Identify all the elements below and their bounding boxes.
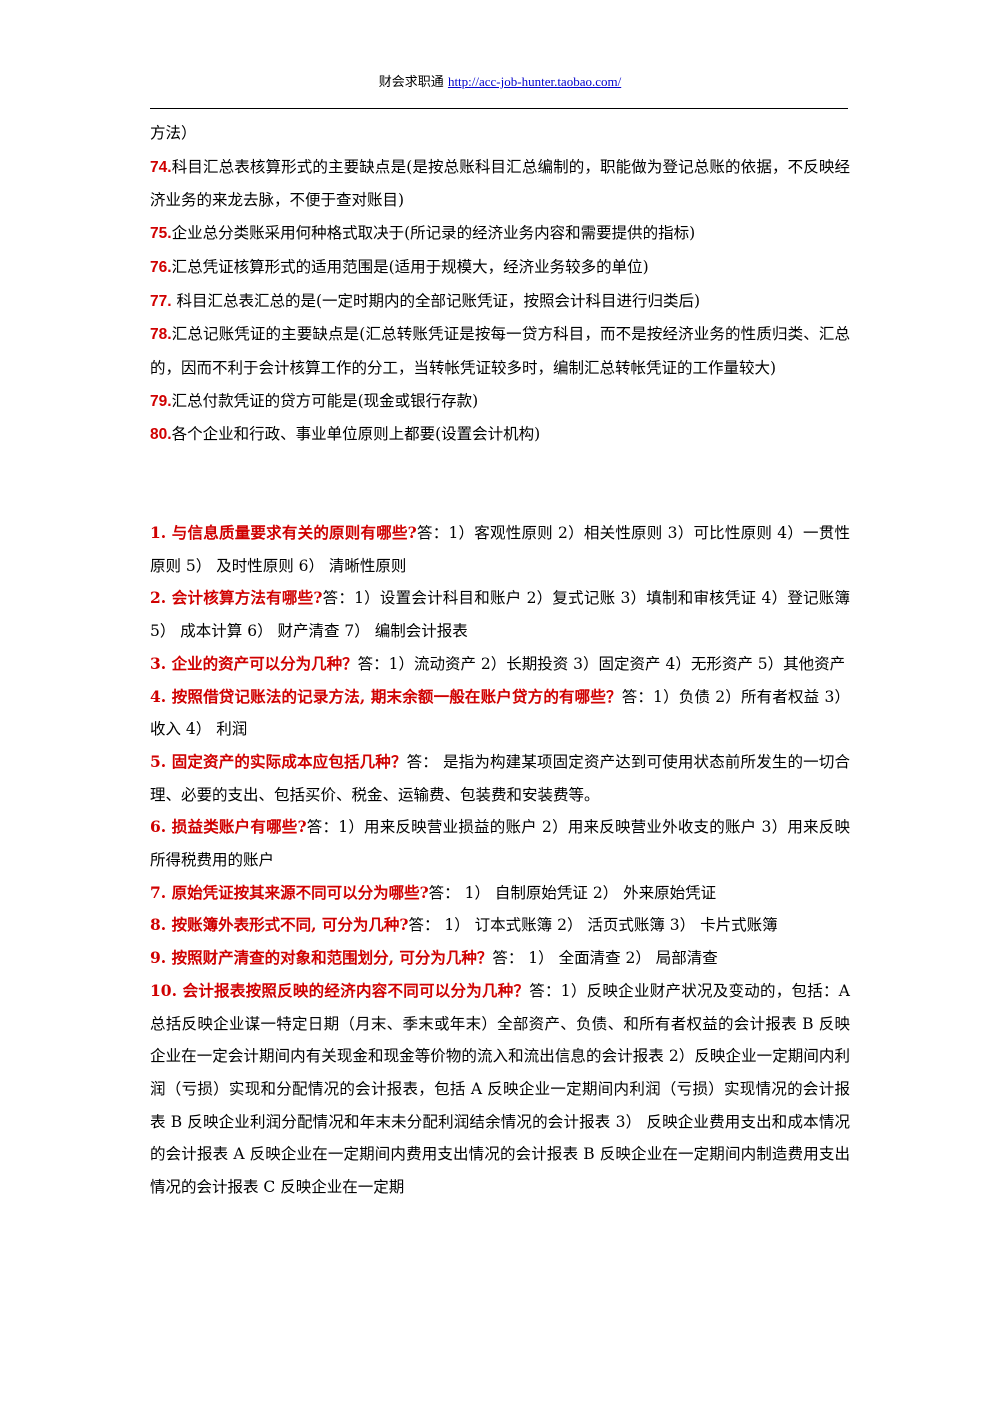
list-item: 方法） xyxy=(150,124,197,142)
qa-item: 4. 按照借贷记账法的记录方法, 期末余额一般在账户贷方的有哪些？答：1）负债 … xyxy=(150,681,850,746)
answer: 答：1）反映企业财产状况及变动的，包括：A 总括反映企业谋一特定日期（月末、季末… xyxy=(150,981,850,1197)
answer: 答： 是指为构建某项固定资产达到可使用状态前所发生的一切合理、必要的支出、包括买… xyxy=(150,752,850,804)
list-item: 76.汇总凭证核算形式的适用范围是(适用于规模大，经济业务较多的单位) xyxy=(150,257,649,276)
answer: 答： 1） 全面清查 2） 局部清查 xyxy=(492,949,718,968)
answer: 答：1）设置会计科目和账户 2）复式记账 3）填制和审核凭证 4）登记账簿 5）… xyxy=(150,589,850,641)
site-link[interactable]: http://acc-job-hunter.taobao.com/ xyxy=(447,74,622,89)
question: 1. 与信息质量要求有关的原则有哪些? xyxy=(150,523,417,543)
header-divider xyxy=(150,108,848,109)
list-item: 75.企业总分类账采用何种格式取决于(所记录的经济业务内容和需要提供的指标) xyxy=(150,224,696,243)
list-item: 79.汇总付款凭证的贷方可能是(现金或银行存款) xyxy=(150,391,479,410)
question: 7. 原始凭证按其来源不同可以分为哪些? xyxy=(150,882,429,902)
question: 6. 损益类账户有哪些? xyxy=(150,817,307,837)
site-name: 财会求职通 xyxy=(378,75,444,90)
list-item: 78.汇总记账凭证的主要缺点是(汇总转账凭证是按每一贷方科目，而不是按经济业务的… xyxy=(150,325,850,377)
answer: 答： 1） 订本式账簿 2） 活页式账簿 3） 卡片式账簿 xyxy=(408,916,778,935)
list-item: 80.各个企业和行政、事业单位原则上都要(设置会计机构) xyxy=(150,425,541,444)
question: 2. 会计核算方法有哪些? xyxy=(150,588,323,608)
qa-item: 10. 会计报表按照反映的经济内容不同可以分为几种？答：1）反映企业财产状况及变… xyxy=(150,975,850,1204)
question: 9. 按照财产清查的对象和范围划分, 可分为几种？ xyxy=(150,948,493,968)
question: 8. 按账簿外表形式不同, 可分为几种? xyxy=(150,915,409,935)
question: 3. 企业的资产可以分为几种？ xyxy=(150,653,358,673)
question: 5. 固定资产的实际成本应包括几种？ xyxy=(150,751,407,771)
qa-item: 3. 企业的资产可以分为几种？答：1）流动资产 2）长期投资 3）固定资产 4）… xyxy=(150,648,850,681)
answer: 答：1）客观性原则 2）相关性原则 3）可比性原则 4）一贯性原则 5） 及时性… xyxy=(150,524,850,575)
section-gap xyxy=(150,452,850,517)
qa-item: 7. 原始凭证按其来源不同可以分为哪些?答： 1） 自制原始凭证 2） 外来原始… xyxy=(150,877,850,910)
qa-item: 5. 固定资产的实际成本应包括几种？答： 是指为构建某项固定资产达到可使用状态前… xyxy=(150,746,850,811)
answer: 答：1）用来反映营业损益的账户 2）用来反映营业外收支的账户 3）用来反映所得税… xyxy=(150,818,850,870)
qa-item: 8. 按账簿外表形式不同, 可分为几种?答： 1） 订本式账簿 2） 活页式账簿… xyxy=(150,909,850,942)
list-item: 77. 科目汇总表汇总的是(一定时期内的全部记账凭证，按照会计科目进行归类后) xyxy=(150,291,701,310)
question: 4. 按照借贷记账法的记录方法, 期末余额一般在账户贷方的有哪些？ xyxy=(150,686,622,706)
page-header: 财会求职通 http://acc-job-hunter.taobao.com/ xyxy=(0,72,1000,93)
answer: 答：1）负债 2）所有者权益 3） 收入 4） 利润 xyxy=(150,687,850,739)
qa-item: 9. 按照财产清查的对象和范围划分, 可分为几种？答： 1） 全面清查 2） 局… xyxy=(150,942,850,975)
qa-item: 2. 会计核算方法有哪些?答：1）设置会计科目和账户 2）复式记账 3）填制和审… xyxy=(150,582,850,647)
question: 10. 会计报表按照反映的经济内容不同可以分为几种？ xyxy=(150,980,530,1000)
list-item: 74.科目汇总表核算形式的主要缺点是(是按总账科目汇总编制的，职能做为登记总账的… xyxy=(150,157,850,210)
answer: 答： 1） 自制原始凭证 2） 外来原始凭证 xyxy=(428,883,717,902)
answer: 答：1）流动资产 2）长期投资 3）固定资产 4）无形资产 5）其他资产 xyxy=(357,654,846,673)
document-body: 方法） 74.科目汇总表核算形式的主要缺点是(是按总账科目汇总编制的，职能做为登… xyxy=(150,117,850,1204)
qa-item: 6. 损益类账户有哪些?答：1）用来反映营业损益的账户 2）用来反映营业外收支的… xyxy=(150,811,850,876)
qa-item: 1. 与信息质量要求有关的原则有哪些?答：1）客观性原则 2）相关性原则 3）可… xyxy=(150,517,850,582)
